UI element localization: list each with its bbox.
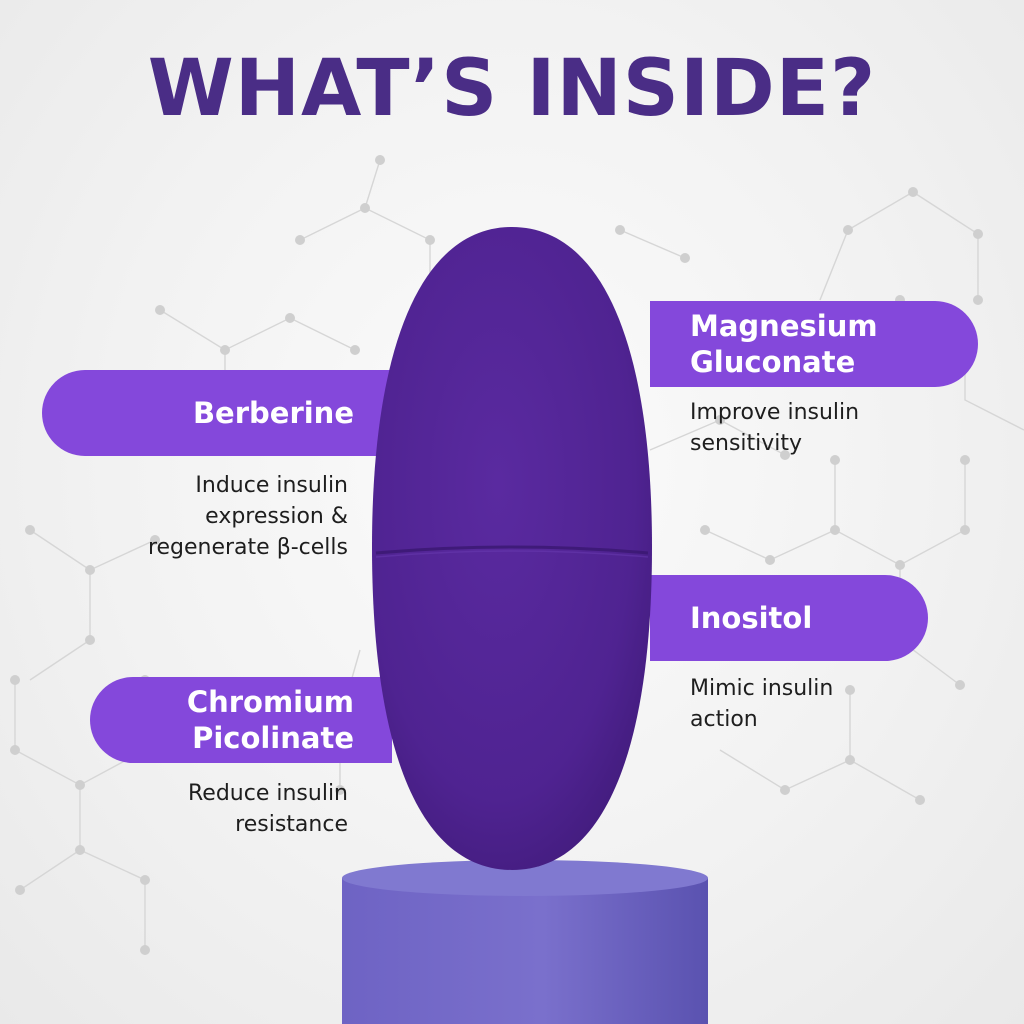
inositol-label: Inositol — [650, 575, 928, 661]
berberine-label: Berberine — [42, 370, 392, 456]
page-title: WHAT’S INSIDE? — [147, 44, 877, 134]
inositol-name: Inositol — [690, 601, 813, 635]
chromium-picolinate-description: Reduce insulin resistance — [188, 781, 348, 837]
tablet-illustration — [372, 227, 652, 870]
magnesium-gluconate-label: Magnesium Gluconate — [650, 301, 978, 387]
chromium-picolinate-label: Chromium Picolinate — [90, 677, 392, 763]
berberine-description: Induce insulin expression & regenerate β… — [147, 473, 348, 560]
magnesium-gluconate-name: Magnesium Gluconate — [690, 309, 878, 379]
pedestal — [342, 860, 708, 1024]
inositol-description: Mimic insulin action — [690, 676, 834, 732]
magnesium-gluconate-description: Improve insulin sensitivity — [690, 400, 860, 456]
berberine-name: Berberine — [192, 396, 354, 430]
chromium-picolinate-name: Chromium Picolinate — [186, 685, 354, 755]
